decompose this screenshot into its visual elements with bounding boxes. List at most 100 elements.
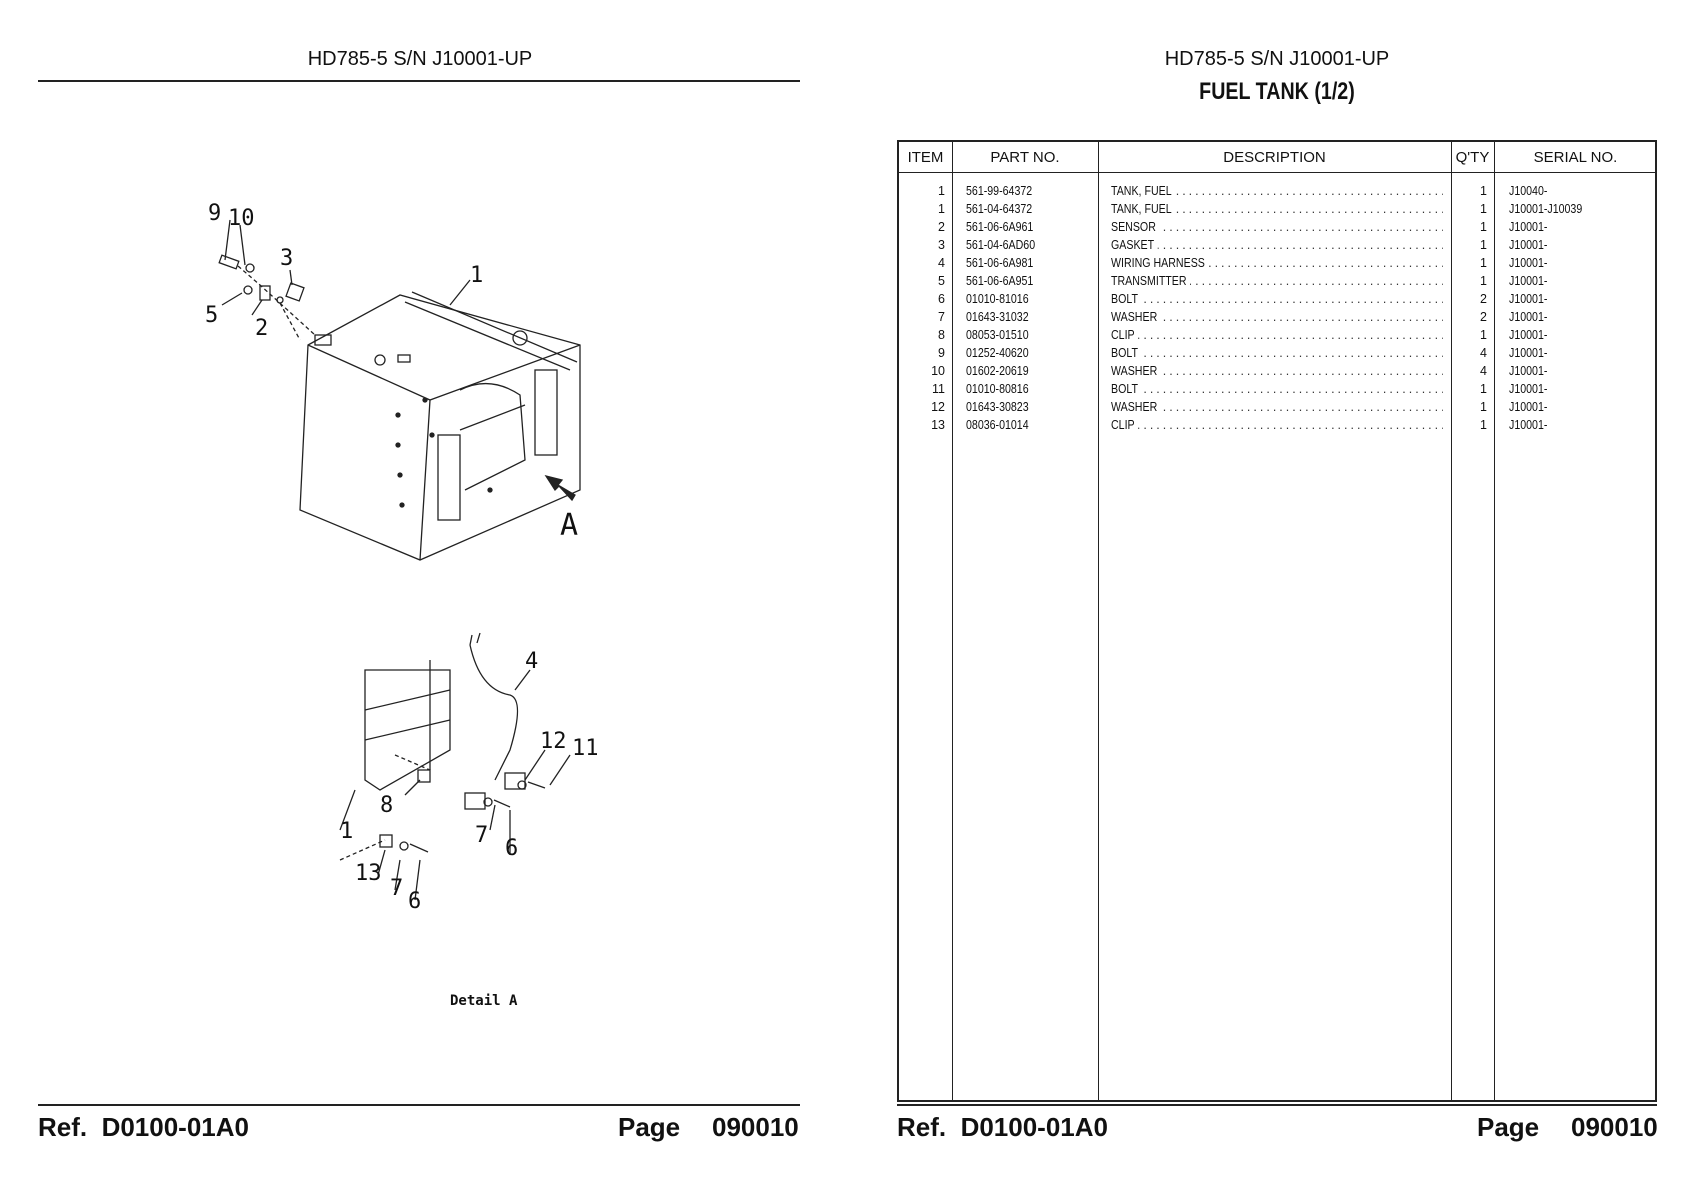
leader-dots: ........................................… xyxy=(1111,202,1443,216)
cell-serial-no: J10001- xyxy=(1509,400,1548,414)
callout-12: 12 xyxy=(540,729,567,754)
table-row: 1 561-04-64372...........................… xyxy=(899,202,1655,220)
cell-qty: 1 xyxy=(1480,328,1487,342)
cell-description: ........................................… xyxy=(1111,202,1449,216)
leader-dots: ........................................… xyxy=(1111,220,1443,234)
header-item: ITEM xyxy=(907,149,944,166)
cell-serial-no: J10040- xyxy=(1509,184,1548,198)
description-text: TANK, FUEL xyxy=(1111,202,1176,216)
table-row: 7 01643-31032............................… xyxy=(899,310,1655,328)
description-text: WIRING HARNESS xyxy=(1111,256,1209,270)
header-qty: Q'TY xyxy=(1455,149,1490,166)
description-text: BOLT xyxy=(1111,346,1142,360)
cell-serial-no: J10001- xyxy=(1509,328,1548,342)
cell-description: ........................................… xyxy=(1111,310,1449,324)
description-text: WASHER xyxy=(1111,364,1161,378)
leader-dots: ........................................… xyxy=(1111,292,1443,306)
cell-item: 6 xyxy=(938,292,945,306)
cell-part-no: 01643-31032 xyxy=(966,310,1029,324)
cell-part-no: 08053-01510 xyxy=(966,328,1029,342)
left-header-rule xyxy=(38,80,800,82)
cell-item: 1 xyxy=(938,202,945,216)
cell-qty: 2 xyxy=(1480,310,1487,324)
right-footer-ref: Ref. D0100-01A0 xyxy=(897,1112,1108,1142)
cell-part-no: 01010-80816 xyxy=(966,382,1029,396)
callout-6-detail: 6 xyxy=(408,889,421,914)
header-description: DESCRIPTION xyxy=(1223,149,1326,166)
description-text: BOLT xyxy=(1111,292,1142,306)
cell-description: ........................................… xyxy=(1111,292,1449,306)
cell-description: ........................................… xyxy=(1111,346,1449,360)
page-title: FUEL TANK (1/2) xyxy=(1199,78,1355,105)
callout-9: 9 xyxy=(208,201,221,226)
cell-item: 5 xyxy=(938,274,945,288)
cell-serial-no: J10001- xyxy=(1509,310,1548,324)
table-row: 11 01010-80816...........................… xyxy=(899,382,1655,400)
left-footer-rule xyxy=(38,1104,800,1106)
description-text: CLIP xyxy=(1111,418,1139,432)
col-divider xyxy=(1494,142,1495,1100)
callout-4: 4 xyxy=(525,649,538,674)
cell-item: 9 xyxy=(938,346,945,360)
cell-description: ........................................… xyxy=(1111,238,1449,252)
callout-13: 13 xyxy=(355,861,382,886)
cell-serial-no: J10001-J10039 xyxy=(1509,202,1583,216)
col-divider xyxy=(1098,142,1099,1100)
description-text: TRANSMITTER xyxy=(1111,274,1190,288)
description-text: TANK, FUEL xyxy=(1111,184,1176,198)
cell-serial-no: J10001- xyxy=(1509,256,1548,270)
cell-part-no: 561-04-6AD60 xyxy=(966,238,1036,252)
cell-part-no: 01010-81016 xyxy=(966,292,1029,306)
cell-description: ........................................… xyxy=(1111,184,1449,198)
cell-qty: 1 xyxy=(1480,382,1487,396)
leader-dots: ........................................… xyxy=(1111,364,1443,378)
callout-7-detail: 7 xyxy=(390,876,403,901)
col-divider xyxy=(1451,142,1452,1100)
cell-serial-no: J10001- xyxy=(1509,346,1548,360)
description-text: CLIP xyxy=(1111,328,1139,342)
table-row: 1 561-99-64372...........................… xyxy=(899,184,1655,202)
cell-description: ........................................… xyxy=(1111,256,1449,270)
view-arrow-label: A xyxy=(560,508,578,543)
description-text: SENSOR xyxy=(1111,220,1160,234)
callout-11: 11 xyxy=(572,736,599,761)
cell-item: 11 xyxy=(932,382,945,396)
cell-part-no: 01252-40620 xyxy=(966,346,1029,360)
cell-part-no: 561-06-6A951 xyxy=(966,274,1034,288)
cell-part-no: 561-04-64372 xyxy=(966,202,1033,216)
table-row: 5 561-06-6A951...........................… xyxy=(899,274,1655,292)
right-footer-page-label: Page xyxy=(1477,1112,1540,1142)
cell-qty: 1 xyxy=(1480,184,1487,198)
cell-serial-no: J10001- xyxy=(1509,292,1548,306)
cell-part-no: 561-99-64372 xyxy=(966,184,1033,198)
table-row: 6 01010-81016............................… xyxy=(899,292,1655,310)
cell-part-no: 08036-01014 xyxy=(966,418,1029,432)
parts-table: ITEM PART NO. DESCRIPTION Q'TY SERIAL NO… xyxy=(897,140,1657,1102)
left-page-header: HD785-5 S/N J10001-UP xyxy=(307,48,533,70)
left-footer-ref: Ref. D0100-01A0 xyxy=(38,1112,249,1142)
cell-item: 13 xyxy=(931,418,945,432)
table-row: 9 01252-40620............................… xyxy=(899,346,1655,364)
leader-dots: ........................................… xyxy=(1111,382,1443,396)
cell-item: 10 xyxy=(931,364,945,378)
cell-description: ........................................… xyxy=(1111,364,1449,378)
cell-item: 12 xyxy=(931,400,945,414)
left-footer-page-label: Page xyxy=(618,1112,681,1142)
callout-5: 5 xyxy=(205,303,218,328)
leader-dots: ........................................… xyxy=(1111,184,1443,198)
leader-dots: ........................................… xyxy=(1111,274,1443,288)
cell-description: ........................................… xyxy=(1111,418,1449,432)
cell-part-no: 01643-30823 xyxy=(966,400,1029,414)
cell-qty: 1 xyxy=(1480,202,1487,216)
cell-qty: 4 xyxy=(1480,364,1487,378)
callout-1: 1 xyxy=(470,263,483,288)
cell-serial-no: J10001- xyxy=(1509,418,1548,432)
cell-qty: 1 xyxy=(1480,418,1487,432)
callout-3: 3 xyxy=(280,246,293,271)
callout-6: 6 xyxy=(505,836,518,861)
cell-qty: 2 xyxy=(1480,292,1487,306)
cell-item: 7 xyxy=(938,310,945,324)
description-text: BOLT xyxy=(1111,382,1142,396)
